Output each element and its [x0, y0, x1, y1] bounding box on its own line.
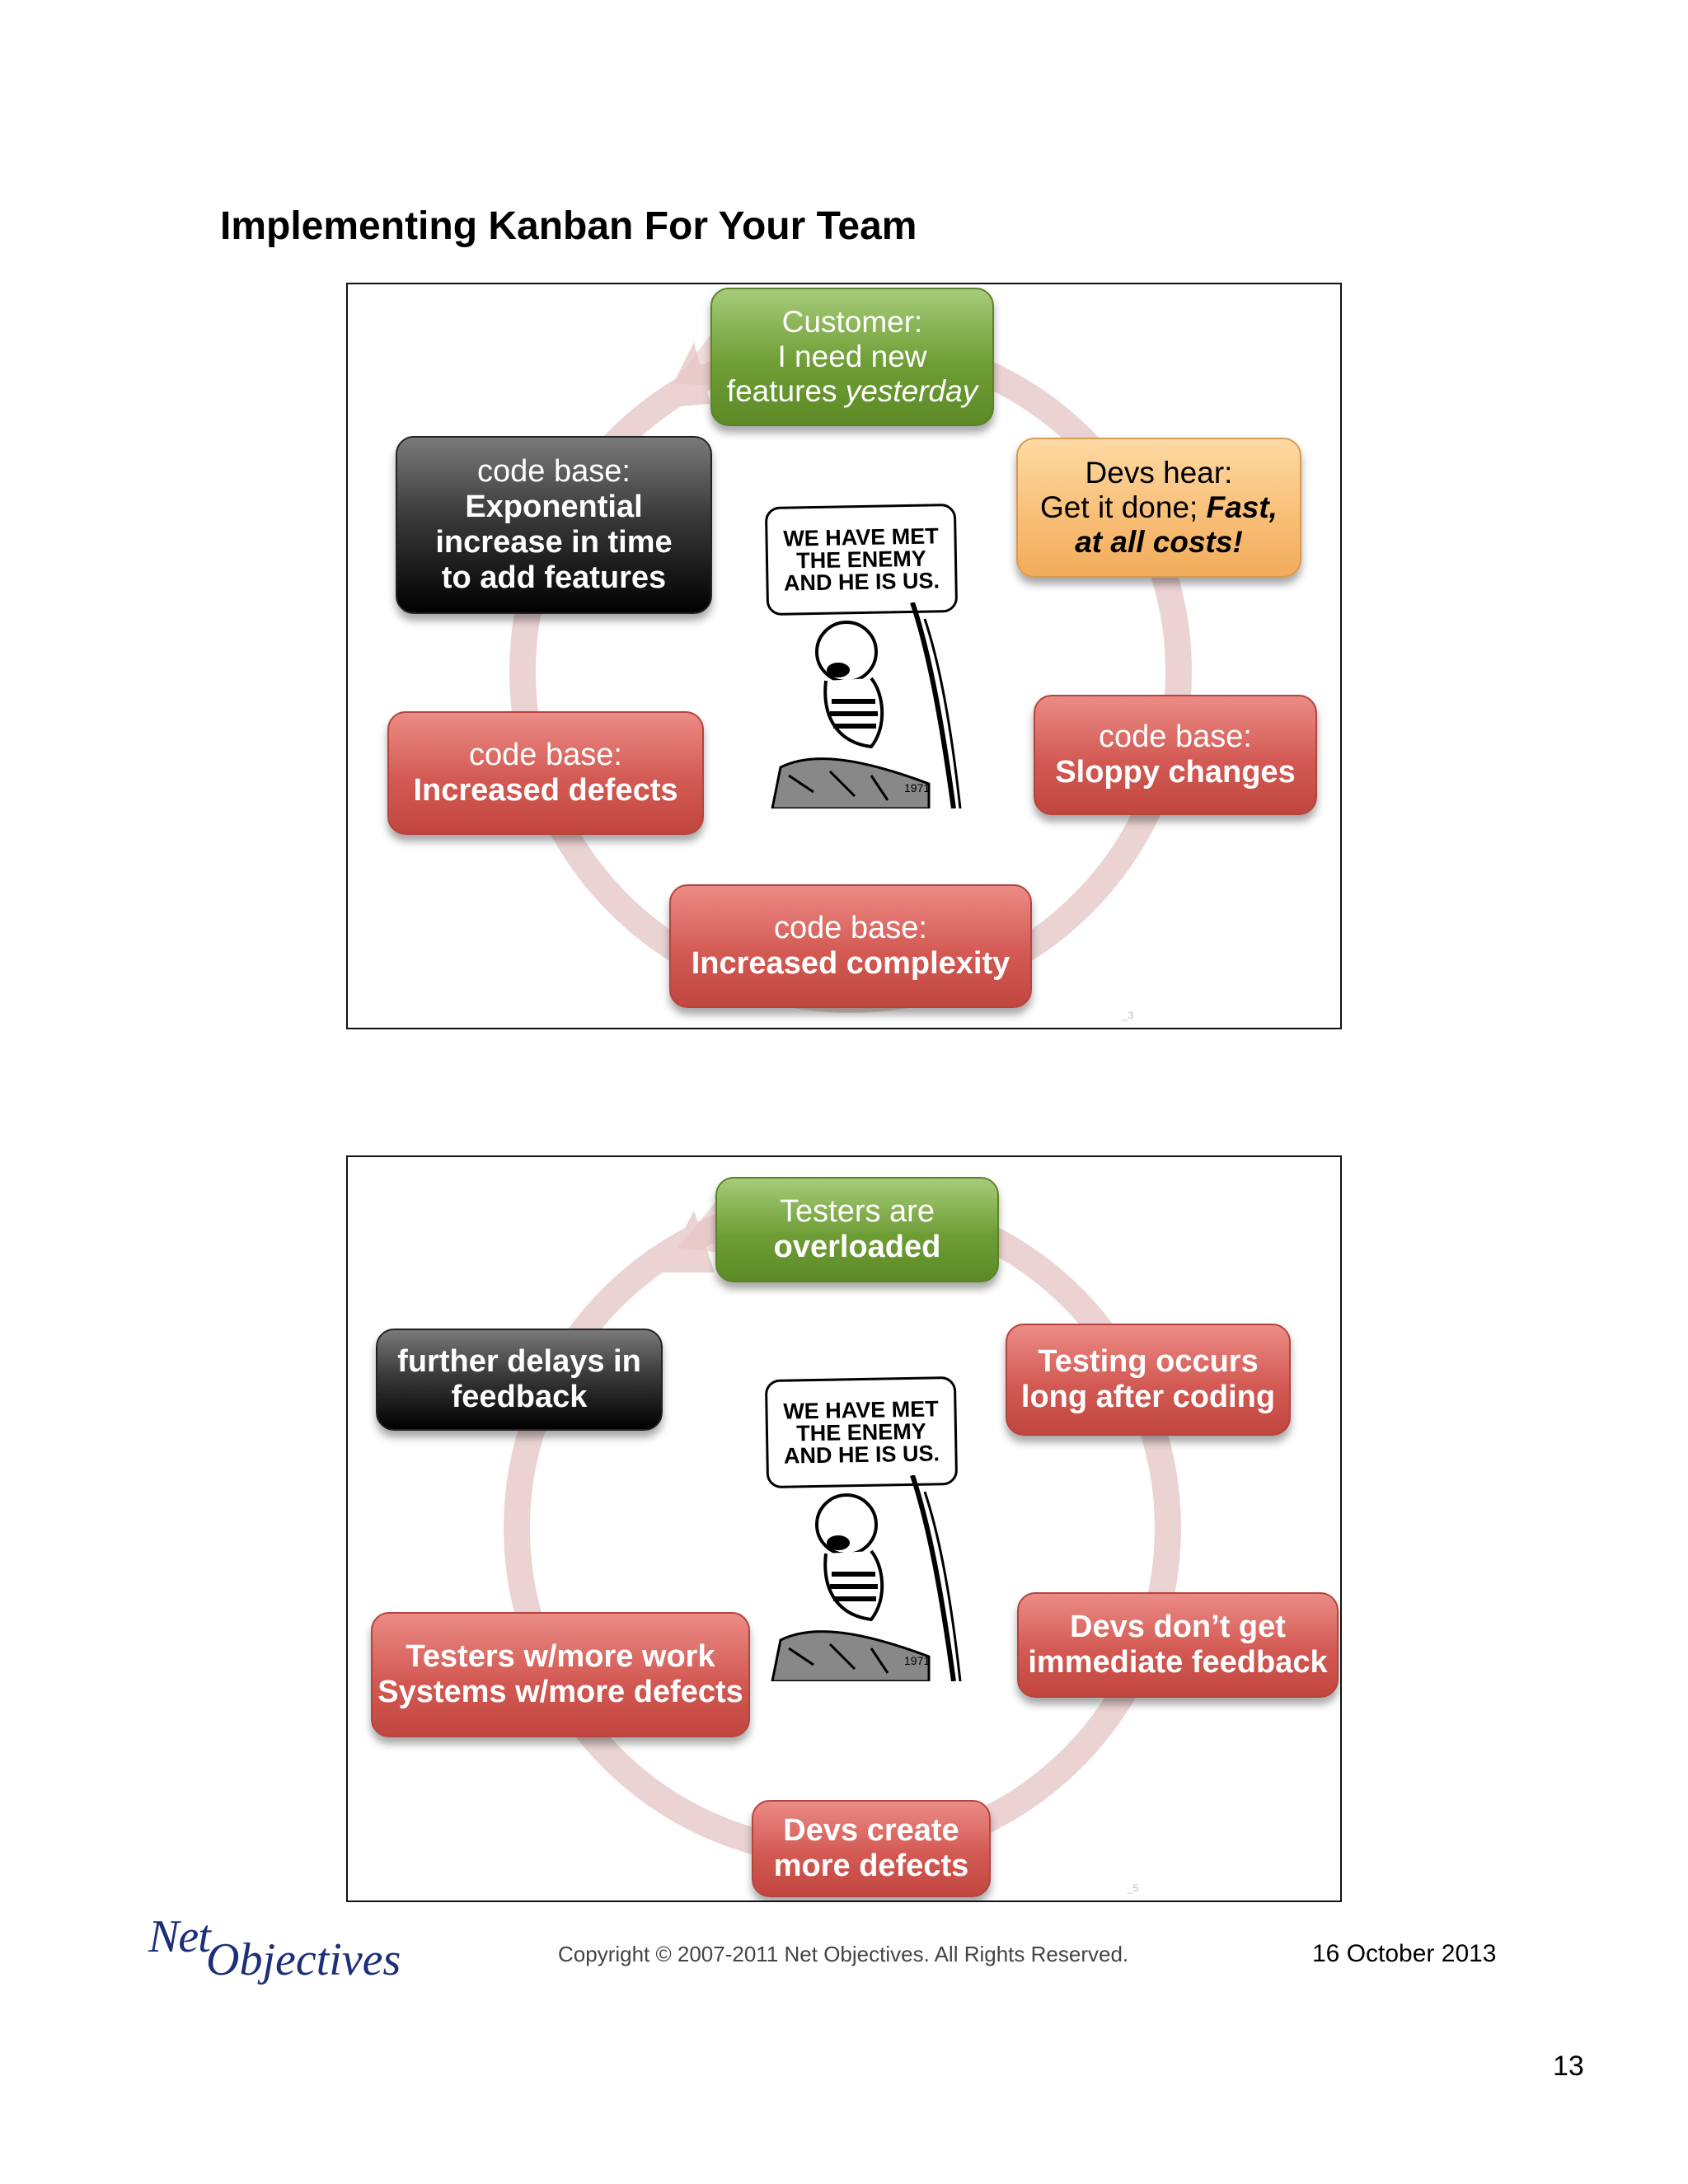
slide-vicious-cycle-testing: Testers are overloaded Testing occurs lo… [346, 1155, 1342, 1902]
defects-line2: Increased defects [413, 773, 678, 808]
exponential-line4: to add features [441, 560, 667, 595]
sloppy-line1: code base: [1099, 719, 1252, 755]
comic-speech-bubble-2: WE HAVE MET THE ENEMY AND HE IS US. [764, 1376, 959, 1489]
devs-create-line2: more defects [773, 1849, 969, 1883]
testing-line1: Testing occurs [1038, 1344, 1259, 1380]
devs-hear-line2-em: Fast, [1206, 490, 1278, 525]
more-work-line2: Systems w/more defects [377, 1675, 743, 1709]
testers-overloaded-box: Testers are overloaded [715, 1177, 999, 1282]
devs-create-line1: Devs create [783, 1813, 959, 1849]
page-title: Implementing Kanban For Your Team [220, 204, 917, 248]
more-work-box: Testers w/more work Systems w/more defec… [371, 1612, 750, 1737]
pogo-comic-image-2: WE HAVE MET THE ENEMY AND HE IS US. 1971 [764, 1376, 962, 1681]
comic-speech-bubble: WE HAVE MET THE ENEMY AND HE IS US. [764, 503, 959, 616]
delays-line2: feedback [451, 1380, 588, 1414]
devs-no-feedback-box: Devs don’t get immediate feedback [1017, 1592, 1339, 1698]
pogo-drawing-2: 1971 [771, 1475, 962, 1681]
further-delays-box: further delays in feedback [376, 1329, 663, 1431]
increased-defects-box: code base: Increased defects [387, 711, 704, 835]
testing-line2: long after coding [1020, 1380, 1276, 1414]
slide2-number: _5 [1128, 1882, 1139, 1894]
devs-hear-box: Devs hear: Get it done; Fast, at all cos… [1016, 438, 1301, 578]
exponential-line3: increase in time [435, 525, 673, 560]
comic-line3: AND HE IS US. [783, 567, 940, 596]
exponential-line2: Exponential [465, 490, 643, 525]
complexity-line1: code base: [774, 911, 927, 946]
net-objectives-logo: Net Objectives [148, 1910, 412, 2001]
logo-net-text: Net [148, 1911, 211, 1962]
more-work-line1: Testers w/more work [406, 1639, 715, 1675]
pogo-comic-image: WE HAVE MET THE ENEMY AND HE IS US. 1971 [764, 503, 962, 808]
testers-line2: overloaded [773, 1230, 941, 1264]
copyright-text: Copyright © 2007-2011 Net Objectives. Al… [558, 1942, 1129, 1966]
pogo-drawing: 1971 [771, 602, 962, 808]
delays-line1: further delays in [397, 1344, 641, 1380]
customer-line1: Customer: [781, 305, 923, 340]
slide-vicious-cycle-code: Customer: I need new features yesterday … [346, 283, 1342, 1029]
exponential-box: code base: Exponential increase in time … [396, 436, 712, 614]
customer-box: Customer: I need new features yesterday [710, 288, 994, 426]
devs-hear-line3: at all costs! [1075, 524, 1243, 559]
svg-text:1971: 1971 [904, 1654, 930, 1667]
increased-complexity-box: code base: Increased complexity [669, 884, 1032, 1008]
customer-line3: features [726, 373, 837, 408]
testers-line1: Testers are [780, 1194, 935, 1230]
customer-line3-em: yesterday [845, 373, 978, 408]
logo-objectives-text: Objectives [206, 1934, 401, 1985]
devs-hear-line2: Get it done; [1040, 490, 1198, 525]
sloppy-line2: Sloppy changes [1055, 755, 1296, 790]
slide1-number: _3 [1123, 1010, 1134, 1021]
complexity-line2: Increased complexity [691, 946, 1010, 981]
page-number: 13 [1553, 2050, 1584, 2082]
svg-text:1971: 1971 [904, 781, 930, 794]
customer-line2: I need new [777, 340, 927, 374]
devs-feedback-line2: immediate feedback [1028, 1645, 1328, 1680]
devs-hear-line1: Devs hear: [1085, 456, 1233, 490]
devs-feedback-line1: Devs don’t get [1070, 1610, 1286, 1645]
exponential-line1: code base: [477, 454, 631, 490]
comic2-line3: AND HE IS US. [783, 1440, 940, 1469]
devs-create-defects-box: Devs create more defects [752, 1800, 991, 1897]
sloppy-changes-box: code base: Sloppy changes [1034, 695, 1317, 815]
footer-date: 16 October 2013 [1312, 1940, 1497, 1967]
testing-occurs-box: Testing occurs long after coding [1006, 1324, 1291, 1436]
defects-line1: code base: [469, 738, 622, 773]
